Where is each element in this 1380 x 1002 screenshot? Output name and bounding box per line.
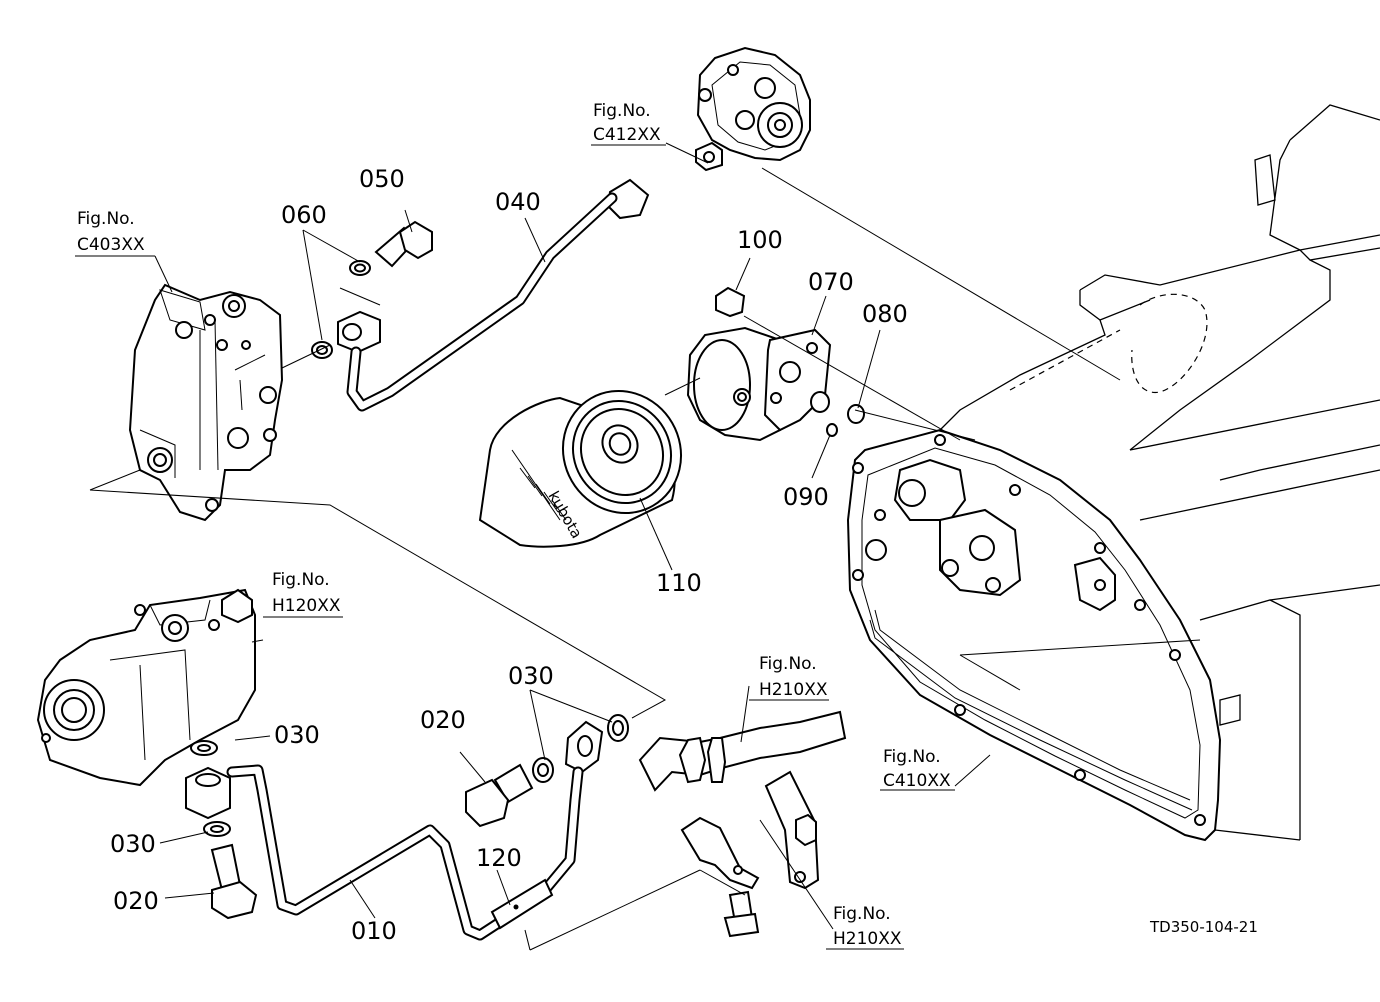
part-label-090: 090 <box>783 483 829 511</box>
valve-body-c403 <box>128 283 284 522</box>
part-label-030-left-lower: 030 <box>110 830 156 858</box>
fig-ref-c412-code: C412XX <box>593 125 661 145</box>
fig-ref-c403: Fig.No. C403XX <box>75 209 155 257</box>
part-label-060: 060 <box>281 201 327 229</box>
part-label-020-left: 020 <box>113 887 159 915</box>
fig-ref-h210-upper: Fig.No. H210XX <box>749 654 829 701</box>
leader-lines <box>89 142 1121 951</box>
fig-ref-c403-code: C403XX <box>77 235 145 255</box>
pipes <box>226 192 618 941</box>
fittings <box>185 178 865 920</box>
fig-ref-h120-code: H120XX <box>272 596 341 616</box>
fig-ref-h210-lower-prefix: Fig.No. <box>833 904 891 924</box>
fig-ref-c412-prefix: Fig.No. <box>593 101 651 121</box>
part-label-080: 080 <box>862 300 908 328</box>
part-label-020-mid: 020 <box>420 706 466 734</box>
fig-ref-c410: Fig.No. C410XX <box>880 747 955 791</box>
hydraulic-pump-c412 <box>695 46 811 172</box>
hydraulic-pump-h120 <box>36 588 256 787</box>
part-label-100: 100 <box>737 226 783 254</box>
part-label-120: 120 <box>476 844 522 872</box>
part-label-050: 050 <box>359 165 405 193</box>
fig-ref-c410-code: C410XX <box>883 771 951 791</box>
oil-filter-110: kubota <box>478 389 683 548</box>
part-label-110: 110 <box>656 569 702 597</box>
fig-ref-h210-upper-code: H210XX <box>759 680 828 700</box>
drawing-code: TD350-104-21 <box>1149 918 1258 936</box>
fig-ref-h120-prefix: Fig.No. <box>272 570 330 590</box>
hose-assembly-h210 <box>638 710 847 938</box>
fig-ref-h210-lower: Fig.No. H210XX <box>826 904 904 950</box>
part-label-070: 070 <box>808 268 854 296</box>
filter-bracket-070 <box>686 326 832 442</box>
fig-ref-h120: Fig.No. H120XX <box>263 570 343 618</box>
part-label-030-left: 030 <box>274 721 320 749</box>
fig-ref-h210-lower-code: H210XX <box>833 929 902 949</box>
fig-ref-c412: Fig.No. C412XX <box>591 101 666 146</box>
part-label-040: 040 <box>495 188 541 216</box>
transmission-housing <box>846 104 1380 842</box>
part-label-010: 010 <box>351 917 397 945</box>
fig-ref-c410-prefix: Fig.No. <box>883 747 941 767</box>
fig-ref-c403-prefix: Fig.No. <box>77 209 135 229</box>
part-label-030-mid: 030 <box>508 662 554 690</box>
fig-ref-h210-upper-prefix: Fig.No. <box>759 654 817 674</box>
